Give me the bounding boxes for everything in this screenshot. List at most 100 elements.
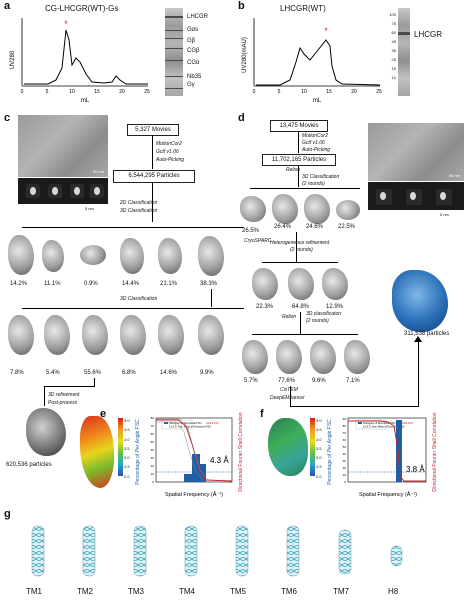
d-step: Relion bbox=[282, 314, 297, 320]
panel-a-gel bbox=[165, 8, 183, 96]
c-final-particles: 620,536 particles bbox=[6, 462, 52, 468]
c-map bbox=[158, 238, 182, 274]
f-resolution: 3.8 Å bbox=[406, 465, 425, 474]
svg-text:90: 90 bbox=[343, 417, 347, 421]
svg-text:20: 20 bbox=[151, 464, 155, 468]
svg-text:Spatial Frequency (Å⁻¹): Spatial Frequency (Å⁻¹) bbox=[359, 491, 417, 498]
helix-tm5 bbox=[235, 525, 249, 577]
svg-text:80: 80 bbox=[151, 416, 155, 420]
c-map bbox=[198, 315, 224, 355]
c-step: 3D refinement bbox=[48, 392, 80, 398]
svg-text:20: 20 bbox=[343, 466, 347, 470]
xtick: 10 bbox=[69, 89, 75, 95]
helix-h8 bbox=[390, 545, 403, 567]
d-pct: 26.5% bbox=[242, 228, 260, 234]
d-pct: 26.4% bbox=[274, 224, 292, 230]
peak-asterisk-b: * bbox=[324, 26, 328, 36]
d-pct: 5.7% bbox=[244, 378, 258, 384]
c-step: Gctf v1.06 bbox=[156, 149, 179, 155]
d-step: 3D Classification bbox=[302, 174, 340, 180]
d-final-particles: 311,538 particles bbox=[404, 331, 450, 337]
svg-text:30: 30 bbox=[151, 456, 155, 460]
svg-text:40: 40 bbox=[343, 452, 347, 456]
svg-text:50: 50 bbox=[151, 440, 155, 444]
svg-text:Percentage of Per Angle FSC: Percentage of Per Angle FSC bbox=[135, 419, 141, 485]
c-pct: 14.4% bbox=[122, 281, 140, 287]
svg-text:10: 10 bbox=[151, 472, 155, 476]
helix-tm6 bbox=[286, 525, 300, 577]
c-step: Post-process bbox=[48, 400, 78, 406]
g-helices bbox=[31, 525, 403, 577]
svg-text:80: 80 bbox=[343, 424, 347, 428]
d-step: MotionCor2 bbox=[302, 133, 328, 139]
svg-text:30: 30 bbox=[343, 459, 347, 463]
c-map bbox=[120, 238, 144, 274]
d-step: CryoSPARC bbox=[244, 238, 272, 244]
gel-label: Gβ bbox=[187, 38, 196, 44]
gel-label: Gαs bbox=[187, 27, 199, 33]
svg-text:70: 70 bbox=[151, 424, 155, 428]
panel-c-2d-classes bbox=[18, 178, 108, 204]
helix-label: TM2 bbox=[77, 587, 93, 596]
svg-text:60: 60 bbox=[343, 438, 347, 442]
panel-label-g: g bbox=[4, 508, 11, 520]
d-map bbox=[240, 196, 266, 222]
svg-text:40: 40 bbox=[151, 448, 155, 452]
helix-label: TM1 bbox=[26, 587, 42, 596]
panel-c-micrograph: 50 nm bbox=[18, 115, 108, 177]
svg-text:0: 0 bbox=[344, 480, 346, 484]
c-map bbox=[120, 315, 146, 355]
xtick: 15 bbox=[326, 89, 332, 95]
d-particles-box: 11,702,165 Particles bbox=[262, 154, 336, 166]
d-pct: 7.1% bbox=[346, 378, 360, 384]
helix-label: H8 bbox=[388, 587, 399, 596]
peak-asterisk-a: * bbox=[64, 19, 68, 29]
gel-label: CGα bbox=[187, 60, 200, 66]
svg-text:Directional Fourier Shell Corr: Directional Fourier Shell Correlation bbox=[432, 412, 438, 491]
panel-a-title: CG-LHCGR(WT)-Gs bbox=[45, 4, 119, 13]
d-map bbox=[344, 340, 370, 374]
f-fsc-plot: Percentage of Per Angle FSC Directional … bbox=[327, 412, 438, 498]
c-pct: 0.9% bbox=[84, 281, 98, 287]
helix-label: TM4 bbox=[179, 587, 195, 596]
gel-markers: 100 75 60 45 35 25 15 10 bbox=[389, 12, 396, 80]
panel-b-ylabel: UV280(mAU) bbox=[242, 37, 248, 73]
xtick: 5 bbox=[278, 89, 281, 95]
d-map bbox=[304, 194, 330, 224]
c-map bbox=[82, 315, 108, 355]
xtick: 10 bbox=[301, 89, 307, 95]
svg-text:50: 50 bbox=[343, 445, 347, 449]
d-step: Gctf v1.06 bbox=[302, 140, 325, 146]
d-pct: 22.3% bbox=[256, 304, 274, 310]
svg-text:Directional Fourier Shell Corr: Directional Fourier Shell Correlation bbox=[238, 412, 244, 491]
d-pct: 64.8% bbox=[292, 304, 310, 310]
c-pct: 11.1% bbox=[44, 281, 61, 287]
c-final-map bbox=[26, 408, 66, 456]
d-movies-box: 13,475 Movies bbox=[270, 120, 328, 132]
d-pct: 22.5% bbox=[338, 224, 356, 230]
c-step: Auto-Picking bbox=[156, 157, 185, 163]
c-pct: 21.1% bbox=[160, 281, 178, 287]
c-pct: 14.2% bbox=[10, 281, 28, 287]
svg-text:70: 70 bbox=[343, 431, 347, 435]
d-final-map bbox=[392, 270, 448, 332]
scale-label: 5 nm bbox=[440, 212, 449, 217]
panel-a-chromatogram: UV280 * 0 5 10 15 20 25 mL bbox=[10, 18, 150, 104]
d-map bbox=[242, 340, 268, 374]
xtick: 0 bbox=[253, 89, 256, 95]
d-pct: 77.6% bbox=[278, 378, 296, 384]
helix-tm2 bbox=[82, 525, 96, 577]
c-step: 2D Classification bbox=[120, 200, 158, 206]
c-map bbox=[198, 236, 224, 276]
f-local-res-map bbox=[268, 418, 308, 476]
d-step: (2 rounds) bbox=[290, 247, 313, 253]
c-step: 3D Classification bbox=[120, 296, 158, 302]
panel-label-e: e bbox=[100, 408, 107, 420]
e-local-res-map bbox=[80, 416, 114, 488]
panel-a-ylabel: UV280 bbox=[10, 50, 16, 69]
xtick: 25 bbox=[144, 89, 150, 95]
d-pct: 24.6% bbox=[306, 224, 324, 230]
svg-text:Percentage of Per Angle FSC: Percentage of Per Angle FSC bbox=[327, 419, 333, 485]
xtick: 20 bbox=[351, 89, 357, 95]
